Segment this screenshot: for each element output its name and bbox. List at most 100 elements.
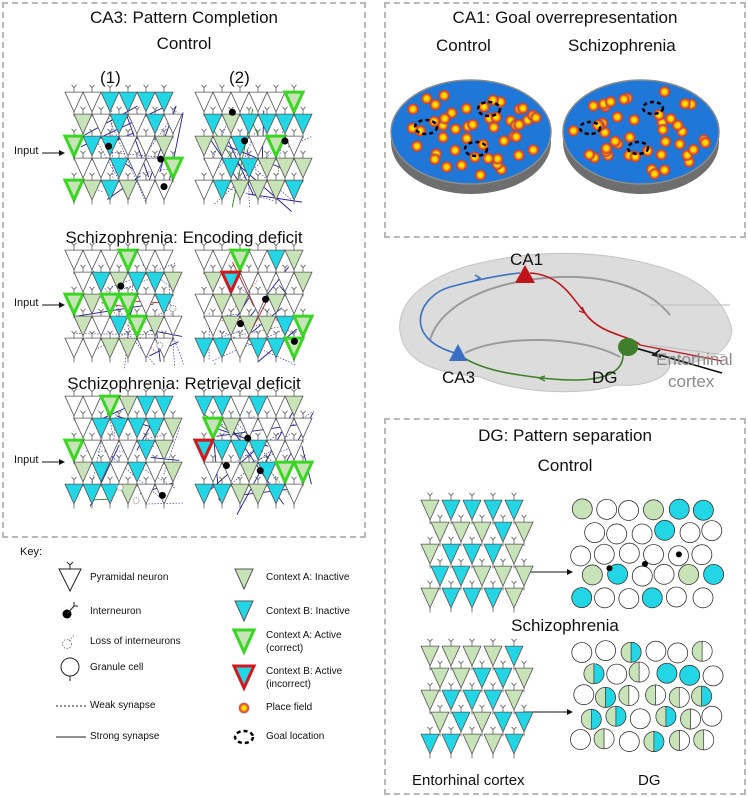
pyramidal-neuron (91, 157, 111, 179)
pyramidal-neuron (239, 157, 259, 179)
granule-cell (570, 545, 592, 567)
granule-cell (595, 640, 617, 662)
granule-cell (654, 519, 676, 541)
granule-cell (653, 563, 675, 585)
pyramidal-neuron (430, 565, 450, 587)
pyramidal-neuron (109, 315, 129, 337)
key-panel: Key: Pyramidal neuron Interneuron Loss o… (0, 540, 380, 797)
brain-ca3-label: CA3 (442, 368, 476, 387)
granule-cell (678, 564, 700, 585)
pyramidal-neuron (266, 179, 286, 201)
key-ctxA-active: Context A: Active (266, 630, 342, 641)
granule-cell (618, 588, 640, 610)
granule-cell (631, 523, 653, 545)
pyramidal-neuron (82, 395, 102, 417)
pyramidal-neuron (125, 314, 149, 340)
granule-cell (631, 565, 653, 587)
input-label-3: Input (14, 454, 39, 466)
pyramidal-neuron (212, 483, 232, 505)
pyramidal-neuron (127, 461, 147, 483)
pyramidal-neuron (451, 667, 471, 689)
pyramidal-neuron (257, 417, 277, 439)
pyramidal-neuron (248, 395, 268, 417)
pyramidal-neuron (462, 543, 482, 565)
pyramidal-neuron (441, 587, 461, 609)
pyramidal-neuron (163, 417, 183, 439)
pyramidal-neuron (493, 667, 513, 689)
pyramidal-neuron (100, 439, 120, 461)
pyramidal-neuron (127, 157, 147, 179)
pyramidal-neuron (472, 667, 492, 689)
pyramidal-neuron (109, 461, 129, 483)
pyramidal-neuron (266, 293, 286, 315)
pyramidal-neuron (266, 395, 286, 417)
key-pyramidal: Pyramidal neuron (90, 572, 169, 583)
pyramidal-neuron (136, 179, 156, 201)
pyramidal-neuron (441, 689, 461, 711)
pyramidal-neuron (451, 711, 471, 733)
pyramidal-neuron (293, 113, 313, 135)
dg-entorhinal-label: Entorhinal cortex (412, 772, 525, 789)
dg-panel: DG: Pattern separation Control Schizophr… (384, 418, 746, 795)
pyramidal-neuron (194, 483, 214, 505)
pyramidal-neuron (64, 337, 84, 359)
pyramidal-neuron (504, 543, 524, 565)
pyramidal-neuron (472, 711, 492, 733)
granule-cell (581, 564, 603, 586)
key-granule: Granule cell (90, 662, 144, 673)
pyramidal-neuron (248, 91, 268, 113)
pyramidal-neuron (284, 439, 304, 461)
pyramidal-neuron (98, 292, 122, 318)
ca3-title: CA3: Pattern Completion (89, 8, 279, 27)
pyramidal-neuron (420, 689, 440, 711)
ca3-panel: CA3: Pattern Completion Control (1) (2) … (2, 2, 366, 538)
pyramidal-neuron (420, 499, 440, 521)
pyramidal-neuron (73, 113, 93, 135)
pyramidal-neuron (194, 91, 214, 113)
key-ctxB-active-note: (incorrect) (266, 679, 312, 690)
pyramidal-neuron (257, 157, 277, 179)
pyramidal-neuron (275, 417, 295, 439)
pyramidal-neuron (293, 271, 313, 293)
granule-cell (594, 587, 615, 609)
pyramidal-neuron (118, 439, 138, 461)
dg-schizophrenia-label: Schizophrenia (511, 616, 619, 635)
granule-cell (666, 586, 687, 608)
pyramidal-neuron (230, 483, 250, 505)
granule-cell (643, 544, 664, 565)
pyramidal-neuron (203, 461, 223, 483)
granule-cell (606, 523, 628, 545)
pyramidal-neuron (82, 483, 102, 505)
granule-cell (691, 544, 713, 566)
pyramidal-neuron (248, 337, 268, 359)
granule-cell (584, 522, 606, 543)
pyramidal-neuron (514, 565, 534, 587)
pyramidal-neuron (221, 417, 241, 439)
pyramidal-neuron (212, 91, 232, 113)
pyramidal-neuron (462, 733, 482, 755)
pyramidal-neuron (145, 461, 165, 483)
granule-cell (703, 564, 725, 585)
pyramidal-neuron (239, 461, 259, 483)
pyramidal-neuron (420, 543, 440, 565)
pyramidal-neuron (430, 521, 450, 543)
pyramidal-neuron (230, 439, 250, 461)
pyramidal-neuron (136, 293, 156, 315)
pyramidal-neuron (483, 499, 503, 521)
pyramidal-neuron (275, 271, 295, 293)
granule-cell (667, 642, 689, 664)
pyramidal-neuron (266, 439, 286, 461)
ca3-retrieval-label: Schizophrenia: Retrieval deficit (67, 374, 301, 393)
key-goal: Goal location (266, 731, 325, 742)
pyramidal-neuron (100, 337, 120, 359)
pyramidal-neuron (192, 438, 216, 464)
pyramidal-neuron (127, 271, 147, 293)
pyramidal-neuron (266, 249, 286, 271)
dg-dg-label: DG (638, 772, 661, 789)
pyramidal-neuron (212, 293, 232, 315)
pyramidal-neuron (136, 91, 156, 113)
pyramidal-neuron (73, 315, 93, 337)
pyramidal-neuron (64, 249, 84, 271)
pyramidal-neuron (194, 249, 214, 271)
ca3-encoding-label: Schizophrenia: Encoding deficit (65, 228, 303, 247)
